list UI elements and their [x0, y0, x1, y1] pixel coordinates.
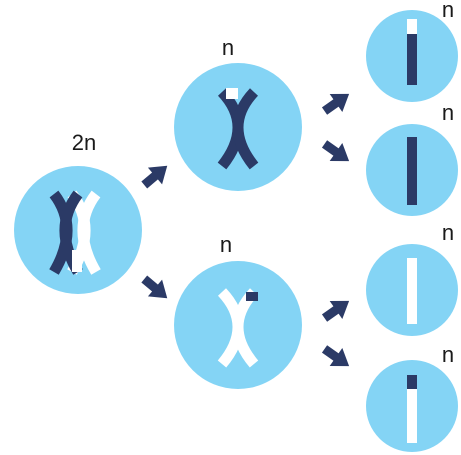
arrow-parent-to-bottom: [141, 275, 168, 299]
parent-chromosome-light-segment: [72, 250, 82, 272]
parent-ploidy-label: 2n: [72, 130, 96, 155]
gamete-3-ploidy-label: n: [442, 220, 454, 245]
gamete-3-chromatid: [407, 258, 417, 324]
arrow-top-to-gamete-2: [321, 140, 350, 162]
gamete-4-dark-tip: [407, 375, 417, 389]
gamete-4-ploidy-label: n: [442, 342, 454, 367]
gamete-1-ploidy-label: n: [442, 0, 454, 22]
arrow-top-to-gamete-1: [321, 93, 350, 115]
arrow-parent-to-top: [141, 165, 168, 189]
arrow-bottom-to-gamete-3: [321, 300, 350, 322]
gamete-4-chromatid: [407, 375, 417, 443]
gamete-1-chromatid: [407, 19, 417, 85]
gamete-2-ploidy-label: n: [442, 100, 454, 125]
gamete-1-white-tip: [407, 19, 417, 34]
daughter-bottom-ploidy-label: n: [220, 232, 232, 257]
gamete-2-chromatid: [407, 137, 417, 205]
daughter-top-ploidy-label: n: [222, 35, 234, 60]
daughter-top-white-segment: [226, 88, 238, 99]
arrow-bottom-to-gamete-4: [321, 345, 350, 367]
daughter-bottom-dark-segment: [246, 292, 258, 301]
